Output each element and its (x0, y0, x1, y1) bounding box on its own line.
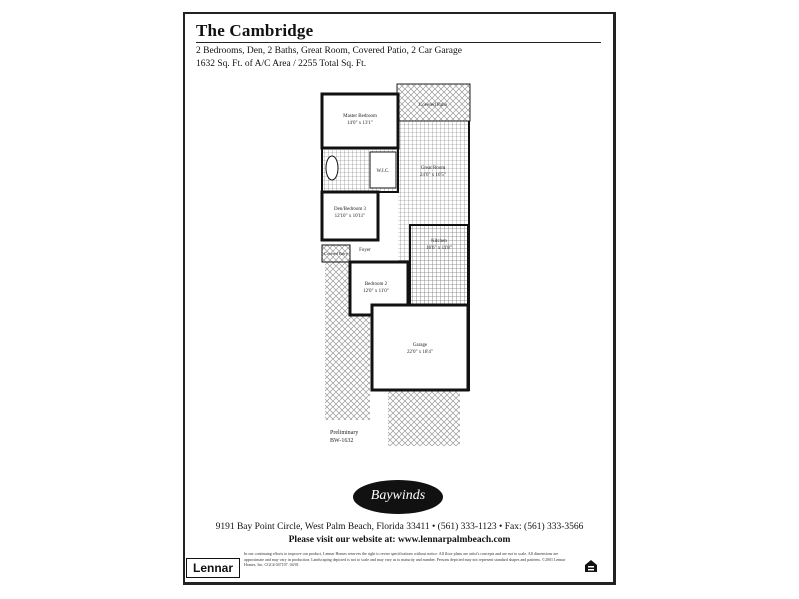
label-bedroom-2: Bedroom 2 (365, 282, 388, 287)
size-den: 12'10" x 10'11" (335, 214, 366, 219)
title-rule (196, 42, 601, 43)
label-great-room: Great Room (421, 166, 446, 171)
den (320, 190, 380, 242)
label-preliminary: Preliminary (330, 430, 358, 436)
features-line: 2 Bedrooms, Den, 2 Baths, Great Room, Co… (196, 46, 462, 56)
covered-patio-area (396, 83, 471, 122)
garage (370, 303, 470, 392)
size-master-bedroom: 14'0" x 13'1" (347, 121, 373, 126)
label-covered-patio: Covered Patio (419, 103, 448, 108)
label-wic: W.I.C. (376, 169, 389, 174)
wic (369, 151, 397, 189)
size-kitchen: 16'6" x 11'8" (426, 246, 452, 251)
area-line: 1632 Sq. Ft. of A/C Area / 2255 Total Sq… (196, 59, 367, 69)
address-line: 9191 Bay Point Circle, West Palm Beach, … (215, 522, 584, 532)
size-garage: 22'0" x 18'4" (407, 350, 433, 355)
covered-entry (321, 244, 351, 263)
label-master-bedroom: Master Bedroom (343, 114, 377, 119)
disclaimer-text: In our continuing efforts to improve our… (244, 551, 566, 567)
label-model-code: BW-1632 (330, 438, 353, 444)
lennar-logo: Lennar (186, 558, 240, 578)
equal-housing-icon (585, 560, 597, 572)
kitchen (409, 224, 469, 306)
label-foyer: Foyer (359, 248, 371, 253)
baywinds-logo: Baywinds (353, 480, 443, 514)
floor-plan: Covered Patio Master Bedroom 14'0" x 13'… (320, 83, 471, 446)
label-covered-entry: Covered Entry (324, 251, 347, 256)
label-den: Den/Bedroom 3 (334, 207, 367, 212)
bathtub-icon (325, 155, 339, 181)
label-kitchen: Kitchen (431, 239, 447, 244)
master-bedroom (320, 92, 400, 150)
size-bedroom-2: 12'0" x 11'0" (363, 289, 389, 294)
driveway (388, 390, 460, 446)
page-border (183, 12, 616, 585)
size-great-room: 24'6" x 16'5" (420, 173, 446, 178)
website-line[interactable]: Please visit our website at: www.lennarp… (288, 535, 511, 545)
page-title: The Cambridge (196, 21, 314, 40)
label-garage: Garage (413, 343, 428, 348)
